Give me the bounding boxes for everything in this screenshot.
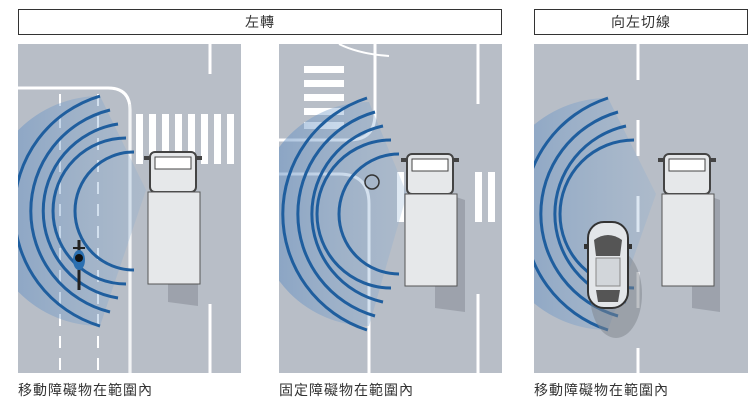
header-lane-change: 向左切線	[534, 9, 748, 35]
truck	[144, 151, 202, 285]
cyclist	[73, 240, 85, 290]
scene-3	[534, 44, 748, 373]
panel-fixed-obstacle-left-turn	[279, 44, 502, 373]
caption-2: 固定障礙物在範圍內	[279, 380, 414, 400]
header-left-turn-label: 左轉	[245, 15, 275, 31]
crosswalk	[136, 114, 234, 164]
header-left-turn: 左轉	[18, 9, 502, 35]
truck	[401, 153, 459, 287]
caption-1-text: 移動障礙物在範圍內	[18, 383, 153, 399]
header-lane-change-label: 向左切線	[611, 15, 671, 31]
panel-moving-obstacle-lane-change	[534, 44, 748, 373]
scene-2	[279, 44, 502, 373]
panel-moving-obstacle-left-turn	[18, 44, 241, 373]
car	[584, 221, 632, 309]
caption-3-text: 移動障礙物在範圍內	[534, 383, 669, 399]
sensor-arcs	[18, 94, 135, 328]
fixed-obstacle	[364, 174, 380, 190]
caption-2-text: 固定障礙物在範圍內	[279, 383, 414, 399]
scene-1	[18, 44, 241, 373]
sensor-coverage	[18, 96, 146, 326]
truck	[658, 153, 716, 287]
caption-1: 移動障礙物在範圍內	[18, 380, 153, 400]
sensor-arcs	[281, 96, 400, 332]
caption-3: 移動障礙物在範圍內	[534, 380, 669, 400]
